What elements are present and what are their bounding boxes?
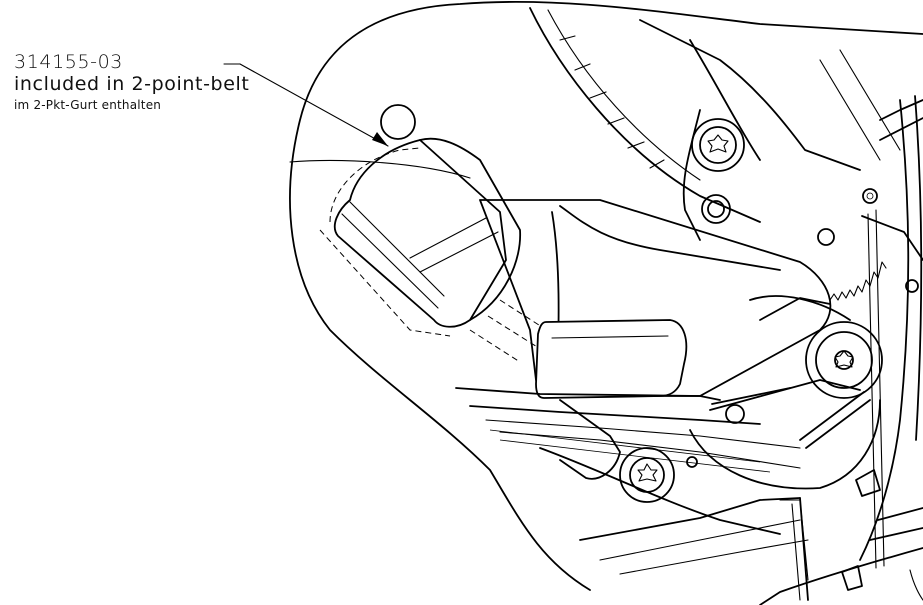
part-description-en: included in 2-point-belt xyxy=(14,72,250,95)
part-description-de: im 2-Pkt-Gurt enthalten xyxy=(14,98,162,113)
recliner-lever xyxy=(829,95,923,591)
retractor-housing xyxy=(479,199,832,399)
belt-buckle xyxy=(319,137,557,363)
fastener-small xyxy=(686,188,878,468)
part-number: 314155-03 xyxy=(14,51,123,73)
lower-bracket-detail xyxy=(779,497,923,601)
seat-rail xyxy=(455,387,809,575)
leader-line xyxy=(223,63,389,147)
bolt-round xyxy=(701,194,731,224)
hole-small xyxy=(380,104,835,246)
pivot-mechanism xyxy=(689,295,883,490)
backrest-bracket xyxy=(529,7,901,241)
torx-bolt-lower xyxy=(619,447,675,503)
part-callout: 314155-03 included in 2-point-belt im 2-… xyxy=(14,52,249,112)
torx-bolt-upper xyxy=(691,118,745,172)
